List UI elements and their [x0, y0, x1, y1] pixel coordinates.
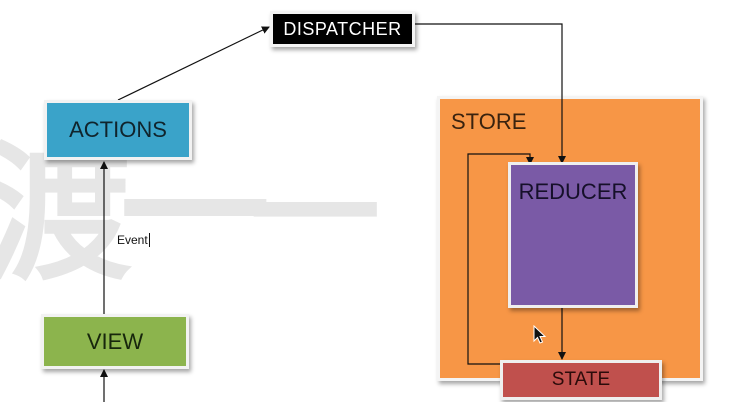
- reducer-label: REDUCER: [518, 179, 628, 204]
- watermark: 渡: [0, 128, 133, 302]
- dispatcher-box: DISPATCHER: [270, 11, 415, 47]
- actions-label: ACTIONS: [69, 117, 167, 142]
- view-label: VIEW: [86, 328, 144, 354]
- event-label: Event: [117, 233, 148, 247]
- reducer-box: REDUCER: [508, 162, 638, 308]
- store-label: STORE: [451, 109, 527, 134]
- state-label: STATE: [551, 369, 611, 390]
- actions-box: ACTIONS: [44, 100, 192, 160]
- watermark: 一: [250, 139, 381, 291]
- arrow-state-loop-to-reducer: [467, 153, 534, 365]
- view-box: VIEW: [41, 314, 189, 369]
- state-box: STATE: [500, 360, 662, 400]
- dispatcher-label: DISPATCHER: [283, 18, 402, 39]
- arrow-actions-to-dispatcher: [117, 26, 270, 101]
- watermark: 一: [120, 128, 271, 302]
- mouse-pointer-icon: [533, 325, 547, 344]
